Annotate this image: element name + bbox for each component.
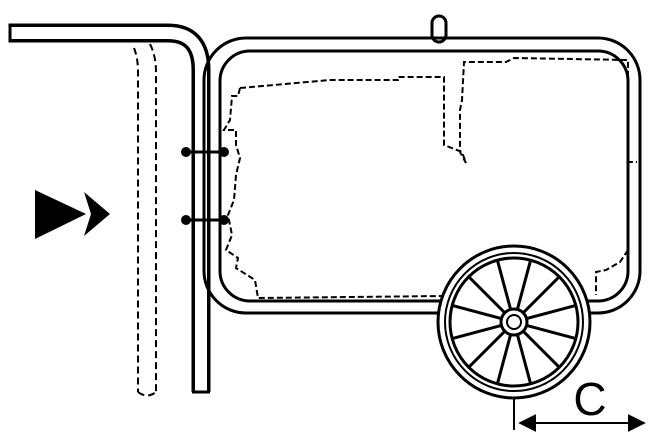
handle-straps	[181, 147, 229, 225]
frame	[202, 36, 642, 315]
double-chevron-right-icon	[35, 190, 110, 239]
wheel-spoke	[451, 323, 502, 341]
dimension-label: C	[573, 373, 606, 425]
wheel-spoke	[451, 303, 502, 321]
wheel-spoke	[467, 330, 506, 369]
wheel-spoke	[495, 334, 513, 385]
wheel-spoke	[515, 334, 533, 385]
wheel-spoke	[467, 275, 506, 314]
wheel-spoke	[526, 303, 577, 321]
wheel-spoke	[522, 330, 561, 369]
engine-outline	[222, 56, 637, 300]
dimension-c	[513, 398, 646, 432]
wheel-spoke	[522, 275, 561, 314]
wheel-spoke	[515, 259, 533, 310]
hidden-handle	[133, 43, 157, 397]
wheel-spokes	[451, 259, 577, 385]
wheel-spoke	[526, 323, 577, 341]
handle-bar	[8, 23, 211, 394]
top-knob	[430, 14, 448, 44]
wheel-spoke	[495, 259, 513, 310]
wheel	[436, 244, 592, 400]
